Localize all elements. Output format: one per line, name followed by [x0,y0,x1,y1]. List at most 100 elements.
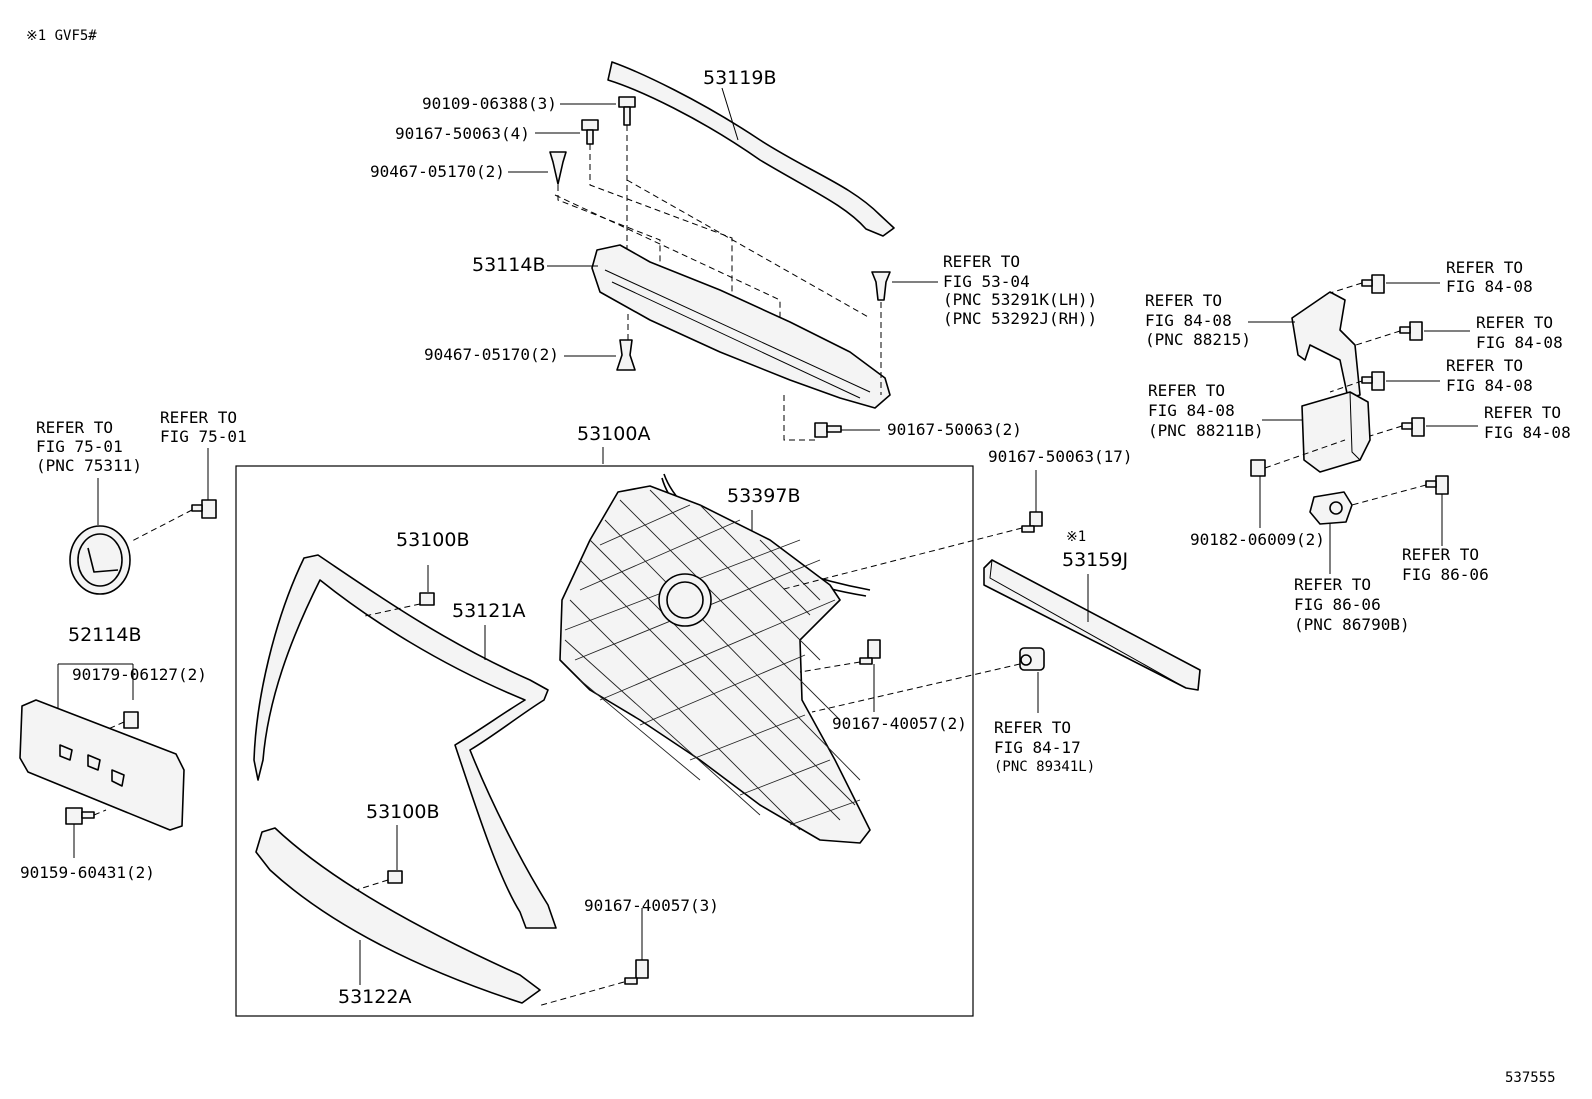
leader-53119B [721,87,739,141]
bolt-90167-40057-2-icon [859,639,881,665]
bracket-88215-icon [1291,291,1361,399]
label-52114B: 52114B [68,624,141,646]
ref-fig-75-01-bolt[interactable]: REFER TO FIG 75-01 [160,408,247,446]
svg-text:FIG 84-08: FIG 84-08 [1446,376,1533,395]
label-53397B: 53397B [727,485,800,507]
part-53100B-bottom-icon[interactable] [387,870,403,884]
svg-text:FIG 75-01: FIG 75-01 [160,427,247,446]
ref-fig-53-04[interactable]: REFER TO FIG 53-04 (PNC 53291K(LH)) (PNC… [943,252,1097,328]
svg-text:FIG 84-08: FIG 84-08 [1476,333,1563,352]
dash-line [783,395,815,441]
mark-53159J: ※1 [1066,529,1086,545]
label-53122A: 53122A [338,986,411,1008]
clip-90467-top-icon [549,151,567,185]
ref-fig-84-08-b1[interactable]: REFER TO FIG 84-08 [1446,258,1533,296]
svg-text:(PNC 53292J(RH)): (PNC 53292J(RH)) [943,309,1097,328]
bolt-84-08-4-icon [1401,417,1425,437]
label-90467-05170-top: 90467-05170(2) [370,162,505,181]
svg-text:FIG 84-08: FIG 84-08 [1446,277,1533,296]
dash-line [1264,439,1346,469]
svg-text:REFER TO: REFER TO [1446,356,1523,375]
ref-fig-84-08-b4[interactable]: REFER TO FIG 84-08 [1484,403,1571,442]
part-53114B-support[interactable] [591,244,891,409]
bolt-90167-17-icon [1021,511,1043,533]
emblem-75311-icon [69,525,131,595]
svg-text:REFER TO: REFER TO [994,718,1071,737]
svg-text:REFER TO: REFER TO [160,408,237,427]
part-53159J-absorber[interactable] [983,559,1201,691]
svg-text:FIG 84-17: FIG 84-17 [994,738,1081,757]
bolt-75-01-icon [191,499,217,519]
bolt-84-08-2-icon [1399,321,1423,341]
svg-text:(PNC 88215): (PNC 88215) [1145,330,1251,349]
dash-line [1329,282,1363,294]
dash-line [1369,425,1403,437]
label-90167-50063-2: 90167-50063(2) [887,420,1022,439]
svg-text:FIG 84-08: FIG 84-08 [1148,401,1235,420]
svg-text:(PNC 89341L): (PNC 89341L) [994,759,1095,775]
label-53100B-bottom: 53100B [366,801,439,823]
svg-text:FIG 84-08: FIG 84-08 [1145,311,1232,330]
bolt-86-06-icon [1425,475,1449,495]
part-53100B-top-icon[interactable] [419,592,435,606]
dash-line [1355,330,1401,346]
ref-fig-84-08-b2[interactable]: REFER TO FIG 84-08 [1476,313,1563,352]
ref-fig-84-08-b3[interactable]: REFER TO FIG 84-08 [1446,356,1533,395]
ref-fig-84-08-module[interactable]: REFER TO FIG 84-08 (PNC 88211B) [1148,381,1264,440]
bolt-84-08-3-icon [1361,371,1385,391]
part-52114B-bracket[interactable] [19,699,185,831]
assembly-53100A-box [235,465,974,1017]
svg-text:FIG 86-06: FIG 86-06 [1294,595,1381,614]
bolt-90167-40057-3-icon [624,959,649,985]
ref-fig-75-01-emblem[interactable]: REFER TO FIG 75-01 (PNC 75311) [36,418,142,475]
part-53100A-grille[interactable] [559,485,871,844]
dash-line [779,527,1023,591]
label-53159J: 53159J [1062,549,1128,571]
label-90182-06009: 90182-06009(2) [1190,530,1325,549]
label-90167-50063-17: 90167-50063(17) [988,447,1133,466]
bolt-90167-2-icon [814,422,842,438]
ref-fig-84-17[interactable]: REFER TO FIG 84-17 (PNC 89341L) [994,718,1095,775]
ref-fig-86-06-sensor[interactable]: REFER TO FIG 86-06 (PNC 86790B) [1294,575,1410,634]
dash-line [554,194,781,345]
svg-text:(PNC 75311): (PNC 75311) [36,456,142,475]
module-88211B-icon [1301,391,1371,473]
nut-90182-icon [1250,459,1266,477]
bolt-90159-icon [65,807,95,825]
svg-text:(PNC 88211B): (PNC 88211B) [1148,421,1264,440]
svg-text:REFER TO: REFER TO [36,418,113,437]
label-53100A: 53100A [577,423,650,445]
dash-line [589,144,733,330]
clip-90179-icon [123,711,139,729]
part-53119B-seal[interactable] [607,61,895,237]
label-53114B: 53114B [472,254,545,276]
svg-text:FIG 75-01: FIG 75-01 [36,437,123,456]
label-90109-06388: 90109-06388(3) [422,94,557,113]
illustration-id: 537555 [1505,1070,1556,1086]
dash-line [811,663,1021,713]
label-90167-40057-2: 90167-40057(2) [832,714,967,733]
svg-text:FIG 53-04: FIG 53-04 [943,272,1030,291]
svg-text:REFER TO: REFER TO [1476,313,1553,332]
svg-text:FIG 86-06: FIG 86-06 [1402,565,1489,584]
part-53121A-molding[interactable] [253,554,557,929]
label-53121A: 53121A [452,600,525,622]
ref-fig-84-08-bracket[interactable]: REFER TO FIG 84-08 (PNC 88215) [1145,291,1251,349]
ref-fig-86-06-bolt[interactable]: REFER TO FIG 86-06 [1402,545,1489,584]
svg-text:(PNC 86790B): (PNC 86790B) [1294,615,1410,634]
applicability-note: ※1 GVF5# [26,28,97,44]
sensor-84-17-icon [1019,647,1045,671]
dash-line [537,981,625,1007]
label-53119B: 53119B [703,67,776,89]
svg-text:REFER TO: REFER TO [1402,545,1479,564]
label-53100B-top: 53100B [396,529,469,551]
dash-line [129,509,193,543]
label-90179-06127: 90179-06127(2) [72,665,207,684]
svg-text:(PNC 53291K(LH)): (PNC 53291K(LH)) [943,290,1097,309]
bolt-90167-icon [581,119,599,145]
sensor-86790B-icon [1309,491,1353,525]
part-53122A-molding[interactable] [255,827,541,1004]
dash-line [799,661,861,673]
dash-line [93,809,107,816]
